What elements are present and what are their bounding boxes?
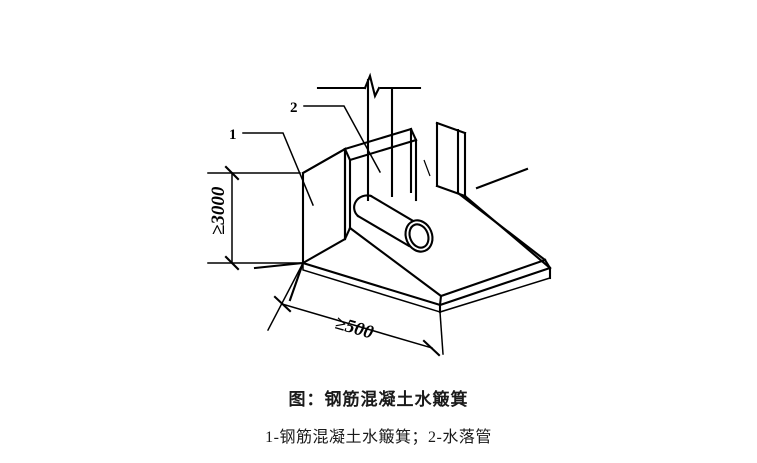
outlet-pipe-mouth-outer [404,219,434,253]
left-block-front-face [301,147,347,265]
leader-1-group: 1 [229,127,314,206]
floor-inner-left-edge [348,226,443,298]
left-inner-wall-cap [343,226,352,241]
right-wall-inner-bottom [456,191,547,262]
length-ext-line-left [266,261,305,332]
floor-inner-right-edge [439,258,547,298]
chute-body-group [301,121,552,314]
length-dim-line [281,303,433,349]
surface-hatch-mark [423,159,431,177]
leader-2-group: 2 [290,100,382,174]
floor-front-left-edge [301,261,442,307]
figure-caption: 图：钢筋混凝土水簸箕 1-钢筋混凝土水簸箕；2-水落管 [0,388,757,450]
outlet-pipe-top-edge [369,194,422,227]
leader-1-label: 1 [229,127,237,143]
length-dimension-label: ≥500 [333,313,377,344]
left-block-top-edge [301,147,347,175]
outlet-pipe-group [353,194,434,253]
height-tick-bottom [224,255,240,271]
floor-front-apex-cap [438,294,443,307]
leader-2-line [303,105,382,174]
leader-1-line [242,132,314,206]
pointer-lines-group [253,167,529,302]
pointer-left-lower [253,261,305,270]
caption-title: 图：钢筋混凝土水簸箕 [288,390,469,409]
height-tick-top [224,165,240,181]
outlet-pipe-bottom-edge [356,214,411,248]
caption-legend: 1-钢筋混凝土水簸箕；2-水落管 [265,429,492,446]
back-wall-top-rim-outer [343,127,413,151]
length-ext-line-right [439,311,444,355]
downpipe-group [316,72,422,202]
length-tick-left [273,295,292,313]
height-dimension-label: ≥3000 [208,186,229,235]
dimension-height-group: ≥3000 [207,165,301,271]
outlet-pipe-back-cap [353,194,373,218]
pointer-right-upper [475,167,529,190]
notch-right-upright-top [435,121,467,135]
leader-2-label: 2 [290,100,298,116]
outlet-pipe-mouth-inner [408,223,430,249]
floor-front-right-edge [438,266,552,307]
length-tick-right [422,339,441,357]
pointer-left-diagonal [288,261,305,302]
slab-underside-right [439,277,551,313]
back-wall-top-rim-inner [348,138,418,162]
